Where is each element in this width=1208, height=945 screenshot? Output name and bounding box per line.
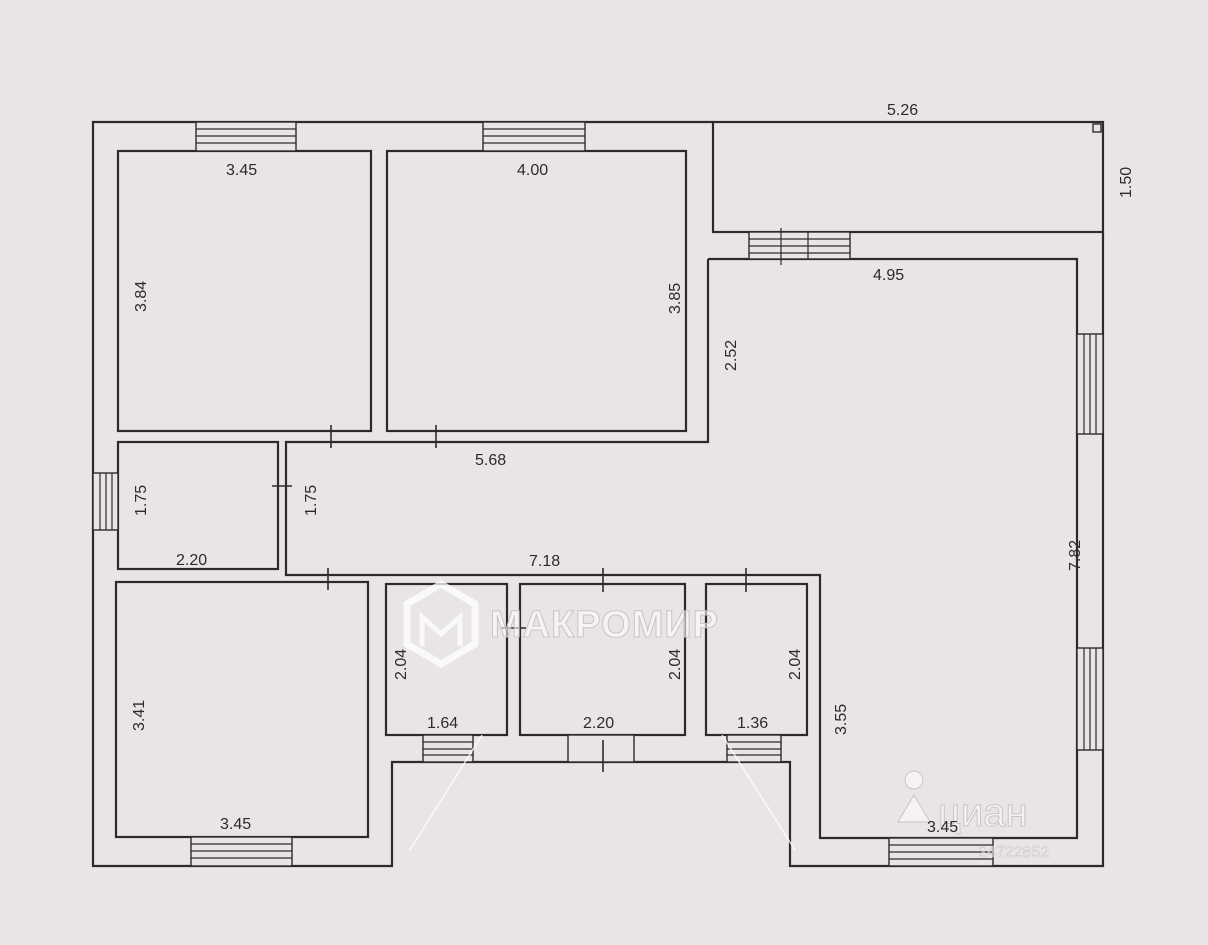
watermark-site-text: циан [938, 791, 1028, 835]
brand-logo-icon [403, 579, 479, 669]
dim-bath2-width: 2.20 [583, 715, 614, 732]
dim-bath3-width: 1.36 [737, 715, 768, 732]
dim-bath1-width: 1.64 [427, 715, 458, 732]
dim-terrace-depth: 1.50 [1118, 167, 1135, 198]
terrace-outline [711, 120, 1105, 234]
window-room3-bottom [190, 836, 293, 867]
window-small-room-left [92, 472, 119, 531]
window-terrace-door [748, 228, 851, 265]
dim-room2-length: 3.85 [667, 283, 684, 314]
dim-room1-length: 3.84 [133, 281, 150, 312]
dim-bath3-depth: 2.04 [787, 649, 804, 680]
windows [92, 121, 1104, 867]
door-bathroom2 [573, 568, 633, 592]
terrace-post [1092, 123, 1102, 133]
site-logo-icon [897, 770, 931, 823]
window-living-right-upper [1076, 333, 1104, 435]
room-2 [385, 149, 688, 433]
watermark-brand-text: МАКРОМИР [490, 604, 719, 646]
living-room [284, 257, 1079, 840]
door-room3 [297, 568, 359, 590]
dim-room2-width: 4.00 [517, 162, 548, 179]
dim-room3-width: 3.45 [220, 816, 251, 833]
dim-hall-length: 7.18 [529, 553, 560, 570]
dim-living-lower-side: 3.55 [833, 704, 850, 735]
window-bathroom3-bottom [726, 734, 782, 763]
dim-corridor-length: 5.68 [475, 452, 506, 469]
door-room2 [405, 425, 466, 448]
dim-living-bottom-width: 3.45 [927, 819, 958, 836]
door-bathroom3 [717, 568, 775, 592]
window-living-right-lower [1076, 647, 1104, 751]
outer-walls [91, 120, 1105, 868]
dim-bath1-depth: 2.04 [393, 649, 410, 680]
window-room2-top [482, 121, 586, 152]
dim-bath2-depth: 2.04 [667, 649, 684, 680]
dim-room1-width: 3.45 [226, 162, 257, 179]
window-room1-top [195, 121, 297, 152]
doors [272, 425, 775, 772]
room-1 [116, 149, 373, 433]
watermark: МАКРОМИР циан 24722852 [403, 579, 1050, 861]
watermark-lines [409, 734, 796, 851]
dim-small-room-width: 2.20 [176, 552, 207, 569]
window-bathroom1-bottom [422, 734, 474, 763]
dim-corridor-depth: 1.75 [303, 485, 320, 516]
window-living-bottom [888, 837, 994, 867]
dim-room3-length: 3.41 [131, 700, 148, 731]
dim-small-room-depth: 1.75 [133, 485, 150, 516]
dim-living-width: 4.95 [873, 267, 904, 284]
outer-wall-left-top [91, 120, 1105, 868]
dim-living-length: 7.82 [1067, 540, 1084, 571]
watermark-id-text: 24722852 [978, 844, 1049, 861]
door-room1 [300, 425, 360, 448]
dim-terrace-width: 5.26 [887, 102, 918, 119]
room-3 [114, 580, 370, 839]
door-small-room [272, 462, 292, 510]
dim-living-side: 2.52 [723, 340, 740, 371]
dimension-labels: 5.26 1.50 3.45 3.84 4.00 3.85 4.95 2.52 … [131, 102, 1135, 836]
window-bathroom2-bottom [567, 734, 635, 763]
door-bathroom1 [501, 600, 526, 655]
